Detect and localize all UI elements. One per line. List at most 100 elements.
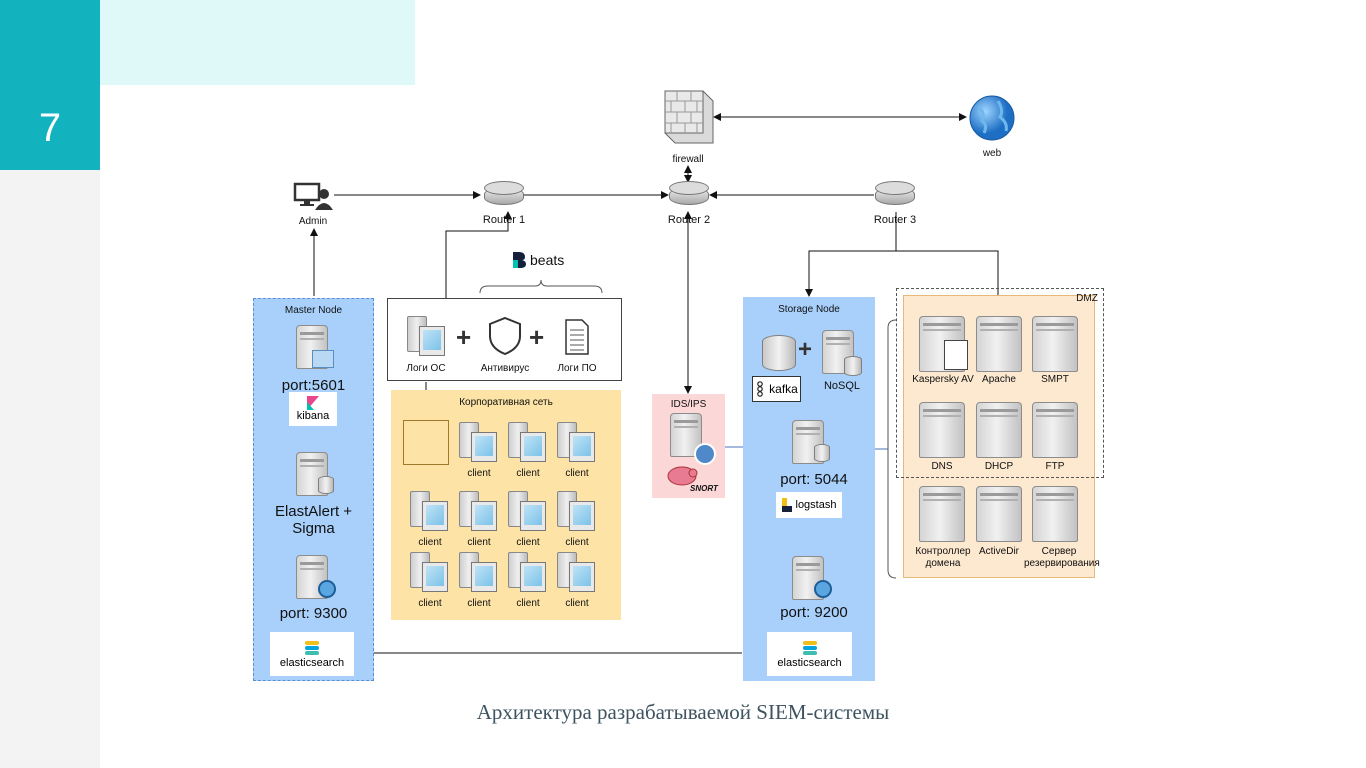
router3-icon (875, 181, 915, 207)
client-label: client (418, 537, 442, 548)
dmz-boundary (896, 288, 1104, 478)
plus-sign: + (798, 336, 813, 363)
backup-server-icon (1032, 486, 1078, 542)
logstash-label: logstash (795, 499, 837, 511)
client-icon (557, 491, 597, 533)
client-icon (410, 491, 450, 533)
elasticsearch-label: elasticsearch (279, 656, 345, 669)
master-node-title: Master Node (284, 305, 343, 316)
client-icon (508, 552, 548, 594)
web-label: web (982, 148, 1002, 159)
master-elasticsearch-logo: elasticsearch (270, 632, 354, 676)
document-icon (564, 318, 590, 356)
database-icon (814, 444, 830, 462)
logs-po-label: Логи ПО (557, 363, 597, 374)
client-icon (508, 491, 548, 533)
router3-storage-link (805, 250, 999, 297)
dmz-lower-label: Сервер резервирования (1024, 546, 1100, 569)
web-globe-icon (968, 95, 1016, 141)
client-label: client (467, 537, 491, 548)
plus-sign: + (456, 322, 472, 352)
firewall-label: firewall (672, 154, 704, 165)
router1-label: Router 1 (482, 214, 526, 226)
dmz-server-label: FTP (1045, 461, 1065, 472)
admin-icon (293, 182, 333, 212)
client-icon (410, 552, 450, 594)
elasticsearch-icon (802, 640, 817, 655)
elastalert-sigma-label: ElastAlert + Sigma (274, 503, 353, 537)
dhcp-server-icon (976, 402, 1022, 458)
router3-label: Router 3 (873, 214, 917, 226)
database-icon (844, 356, 862, 376)
plus-sign: + (529, 322, 545, 352)
dmz-lower-label: Контроллер домена (915, 546, 971, 569)
snort-pig-icon (666, 463, 700, 487)
empty-node-box (403, 420, 449, 465)
corp-net-title: Корпоративная сеть (459, 397, 553, 408)
domain-controller-server-icon (919, 486, 965, 542)
storage-elasticsearch-logo: elasticsearch (767, 632, 852, 676)
database-icon (762, 335, 796, 371)
beats-logo-icon (512, 251, 526, 269)
client-icon (459, 552, 499, 594)
kafka-label: kafka (769, 382, 798, 396)
router2-icon (669, 181, 709, 207)
beats-brace (479, 279, 603, 294)
storage-node-title: Storage Node (778, 304, 840, 315)
kibana-label: kibana (296, 410, 330, 422)
dmz-server-label: Kaspersky AV (912, 374, 974, 385)
client-label: client (516, 468, 540, 479)
firewall-icon (663, 87, 715, 145)
magnifier-icon (318, 580, 336, 598)
client-label: client (565, 598, 589, 609)
slide-caption: Архитектура разрабатываемой SIEM-системы (476, 700, 890, 724)
storage-port-logstash: port: 5044 (780, 471, 848, 488)
client-label: client (516, 598, 540, 609)
left-strip (0, 170, 100, 768)
ids-label: IDS/IPS (670, 399, 707, 410)
router2-label: Router 2 (667, 214, 711, 226)
database-icon (318, 476, 334, 494)
smpt-server-icon (1032, 316, 1078, 372)
dmz-title: DMZ (1076, 293, 1098, 304)
client-label: client (467, 598, 491, 609)
client-icon (557, 552, 597, 594)
client-icon (459, 422, 499, 464)
kibana-logo: kibana (289, 392, 337, 426)
magnifier-icon (814, 580, 832, 598)
slide-number-box (0, 0, 100, 170)
slide-number: 7 (38, 106, 62, 150)
os-logs-workstation-icon (407, 316, 447, 358)
client-label: client (418, 598, 442, 609)
client-label: client (516, 537, 540, 548)
elasticsearch-icon (305, 640, 319, 655)
document-icon (944, 340, 968, 370)
dmz-server-label: Apache (982, 374, 1016, 385)
apache-server-icon (976, 316, 1022, 372)
client-icon (557, 422, 597, 464)
client-icon (508, 422, 548, 464)
dns-server-icon (919, 402, 965, 458)
dmz-server-label: DNS (931, 461, 953, 472)
ftp-server-icon (1032, 402, 1078, 458)
router1-icon (484, 181, 524, 207)
logs-os-label: Логи ОС (406, 363, 446, 374)
shield-icon (488, 316, 522, 356)
beats-label: beats (530, 252, 565, 268)
storage-port-es: port: 9200 (780, 604, 848, 621)
client-label: client (565, 537, 589, 548)
dmz-lower-label: ActiveDir (978, 546, 1019, 557)
kafka-logo: kafka (752, 376, 801, 402)
admin-label: Admin (298, 216, 328, 227)
client-label: client (565, 468, 589, 479)
ids-badge-icon (694, 443, 716, 465)
snort-label: SNORT (690, 484, 718, 493)
master-port-kibana: port:5601 (281, 377, 346, 394)
nosql-label: NoSQL (823, 380, 861, 392)
dmz-brace (887, 319, 897, 579)
dmz-server-label: DHCP (984, 461, 1014, 472)
client-icon (459, 491, 499, 533)
kibana-icon (307, 396, 319, 410)
logstash-icon (781, 498, 792, 512)
dmz-server-label: SMPT (1041, 374, 1069, 385)
